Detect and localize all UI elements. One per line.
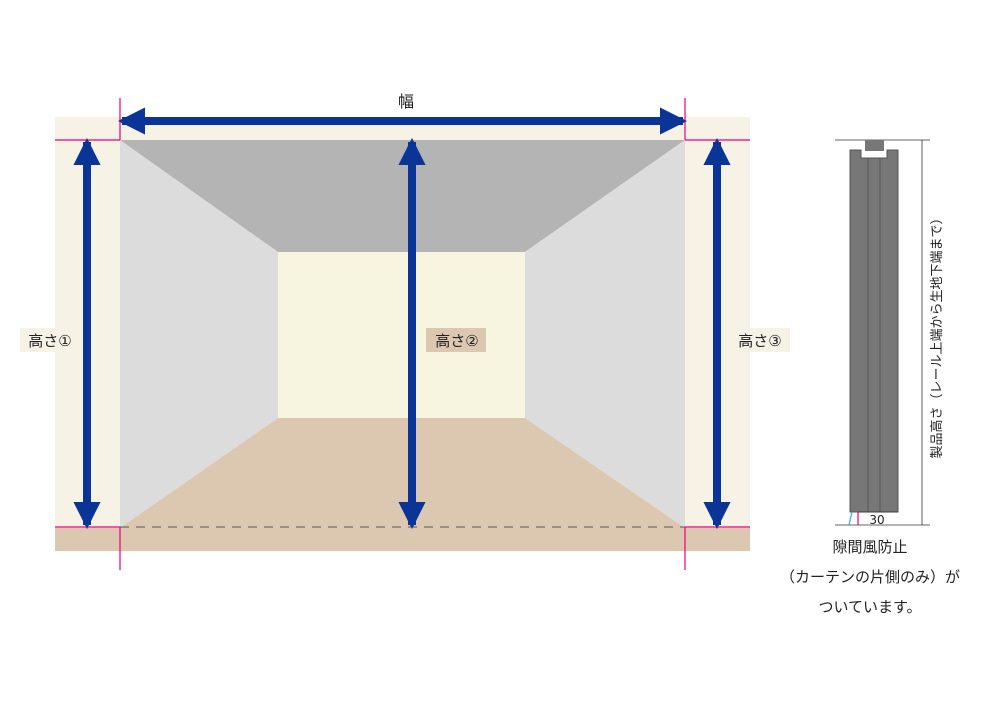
draft-stopper — [848, 511, 853, 526]
back-wall — [278, 252, 525, 418]
caption-line-1: 隙間風防止 — [832, 538, 908, 556]
right-side-wall — [525, 140, 685, 528]
curtain-cross-section: 30 製品高さ（レール上端から生地下端まで） — [835, 139, 953, 527]
rail-top — [865, 140, 884, 151]
dimension-30-label: 30 — [869, 513, 884, 527]
floor-strip — [55, 528, 750, 551]
height3-label: 高さ③ — [738, 332, 781, 350]
width-label: 幅 — [398, 92, 414, 111]
height2-label: 高さ② — [435, 332, 478, 350]
height1-label: 高さ① — [28, 332, 71, 350]
product-height-label: 製品高さ（レール上端から生地下端まで） — [929, 211, 945, 458]
caption: 隙間風防止 （カーテンの片側のみ）が ついています。 — [760, 532, 980, 622]
left-side-wall — [120, 140, 278, 528]
caption-line-3: ついています。 — [818, 598, 922, 616]
caption-line-2: （カーテンの片側のみ）が — [779, 568, 960, 586]
room-diagram: 幅 高さ① 高さ② 高さ③ — [20, 89, 790, 570]
curtain-panel — [849, 149, 899, 513]
